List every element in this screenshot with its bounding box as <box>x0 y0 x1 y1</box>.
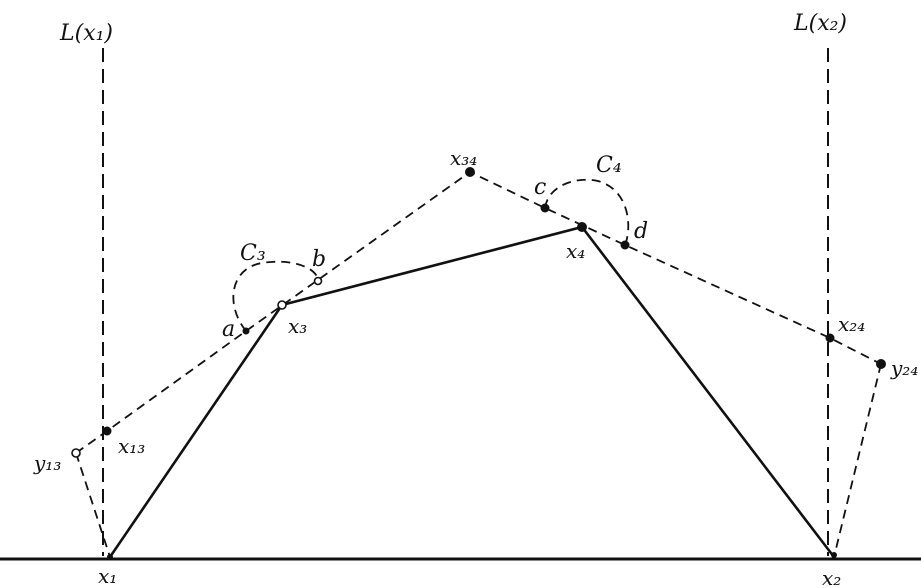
point-c <box>540 203 550 213</box>
point-y13 <box>71 448 81 458</box>
dashed-chain <box>75 170 882 454</box>
point-x34 <box>465 167 475 177</box>
label-x2: x₂ <box>822 566 841 588</box>
label-x13: x₁₃ <box>118 434 145 458</box>
point-x4 <box>577 222 587 232</box>
solid-chain <box>108 225 836 559</box>
point-y24 <box>876 359 886 369</box>
point-d <box>620 240 630 250</box>
arc-C4 <box>544 178 630 246</box>
point-x13 <box>102 426 112 436</box>
point-x3 <box>277 300 287 310</box>
label-a: a <box>222 317 235 342</box>
dashed-y13-to-x1 <box>75 452 111 558</box>
label-L-x1: L(x₁) <box>59 21 113 46</box>
point-x1 <box>107 554 113 560</box>
label-y13: y₁₃ <box>33 451 61 475</box>
label-y24: y₂₄ <box>890 356 918 380</box>
label-C3: C₃ <box>240 241 266 266</box>
label-x1: x₁ <box>98 564 117 588</box>
label-x24: x₂₄ <box>838 312 865 336</box>
point-x24 <box>825 333 835 343</box>
point-x2 <box>831 552 837 558</box>
label-d: d <box>634 219 648 244</box>
label-L-x2: L(x₂) <box>793 11 847 36</box>
label-c: c <box>534 175 546 200</box>
label-C4: C₄ <box>596 153 622 178</box>
label-x3: x₃ <box>288 314 307 338</box>
point-b <box>313 276 323 286</box>
dashed-y24-to-x2 <box>833 363 882 558</box>
label-x4: x₄ <box>566 239 585 263</box>
label-b: b <box>312 247 326 272</box>
point-a <box>242 327 250 335</box>
label-x34: x₃₄ <box>450 146 477 170</box>
